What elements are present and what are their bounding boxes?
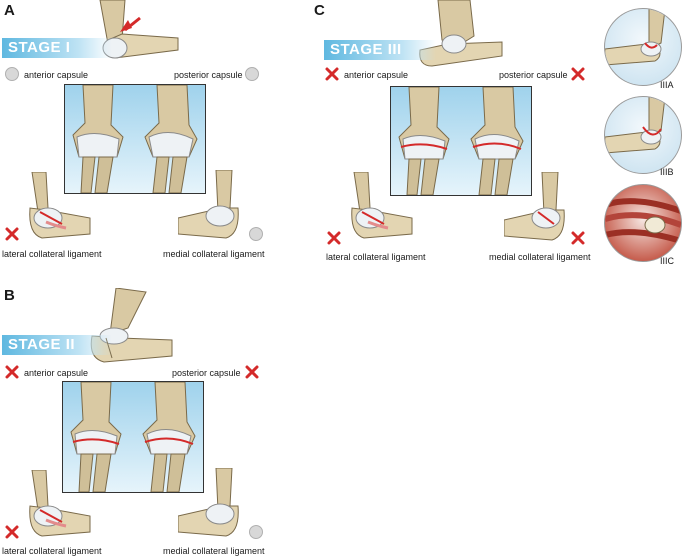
panel-letter-c: C bbox=[314, 2, 325, 19]
label-anterior-capsule-b: anterior capsule bbox=[24, 368, 89, 378]
substage-label-iiic: IIIC bbox=[660, 256, 675, 266]
substage-label-iiib: IIIB bbox=[660, 167, 674, 177]
elbow-lateral-ligament-illustration-c bbox=[351, 172, 413, 239]
red-x-icon bbox=[245, 365, 259, 379]
label-posterior-capsule-a: posterior capsule bbox=[174, 70, 243, 80]
label-medial-collateral-ligament-c: medial collateral ligament bbox=[489, 252, 591, 262]
label-anterior-capsule-c: anterior capsule bbox=[344, 70, 409, 80]
label-lateral-collateral-ligament-c: lateral collateral ligament bbox=[326, 252, 426, 262]
label-posterior-capsule-b: posterior capsule bbox=[172, 368, 241, 378]
label-lateral-collateral-ligament-a: lateral collateral ligament bbox=[2, 249, 102, 259]
elbow-medial-ligament-illustration-c bbox=[504, 172, 565, 241]
grey-circle-icon bbox=[245, 67, 259, 81]
elbow-lateral-illustration-b bbox=[90, 288, 173, 363]
grey-circle-icon bbox=[249, 227, 263, 241]
label-medial-collateral-ligament-b: medial collateral ligament bbox=[163, 546, 265, 556]
elbow-lateral-ligament-illustration-b bbox=[29, 470, 91, 537]
substage-thumbnail-iiic bbox=[604, 184, 682, 262]
label-medial-collateral-ligament-a: medial collateral ligament bbox=[163, 249, 265, 259]
stage-banner-b: STAGE II bbox=[2, 335, 112, 355]
stage-title-c: STAGE III bbox=[330, 41, 402, 58]
stage-title-b: STAGE II bbox=[8, 336, 76, 353]
red-x-icon bbox=[325, 67, 339, 81]
red-x-icon bbox=[571, 67, 585, 81]
grey-circle-icon bbox=[249, 525, 263, 539]
substage-thumbnail-iiib bbox=[604, 96, 682, 174]
red-x-icon bbox=[5, 525, 19, 539]
red-x-icon bbox=[5, 365, 19, 379]
elbow-lateral-ligament-illustration-a bbox=[29, 172, 91, 239]
elbow-medial-ligament-illustration-b bbox=[178, 468, 239, 537]
elbow-lateral-illustration-c bbox=[419, 0, 503, 67]
stage-banner-c: STAGE III bbox=[324, 40, 436, 60]
label-anterior-capsule-a: anterior capsule bbox=[24, 70, 89, 80]
elbow-medial-ligament-illustration-a bbox=[178, 170, 239, 239]
substage-label-iiia: IIIA bbox=[660, 80, 674, 90]
label-lateral-collateral-ligament-b: lateral collateral ligament bbox=[2, 546, 102, 556]
red-x-icon bbox=[571, 231, 585, 245]
stage-title-a: STAGE I bbox=[8, 39, 71, 56]
substage-thumbnail-iiia bbox=[604, 8, 682, 86]
label-posterior-capsule-c: posterior capsule bbox=[499, 70, 568, 80]
panel-letter-b: B bbox=[4, 287, 15, 304]
elbow-front-back-view-c bbox=[390, 86, 532, 196]
red-x-icon bbox=[5, 227, 19, 241]
red-x-icon bbox=[327, 231, 341, 245]
elbow-front-back-view-a bbox=[64, 84, 206, 194]
panel-letter-a: A bbox=[4, 2, 15, 19]
grey-circle-icon bbox=[5, 67, 19, 81]
elbow-front-back-view-b bbox=[62, 381, 204, 493]
stage-banner-a: STAGE I bbox=[2, 38, 112, 58]
